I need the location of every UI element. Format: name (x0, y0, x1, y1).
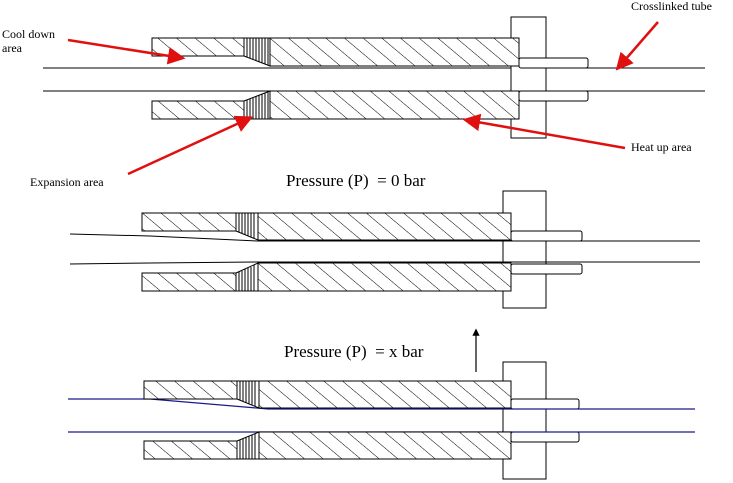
label-pressure-zero: Pressure (P) = 0 bar (286, 171, 426, 190)
mandrel-top-heat (269, 37, 520, 67)
mandrel-bottom-cool (143, 440, 238, 460)
label-cool-down-line1: Cool down (2, 27, 55, 41)
fitting-nut (502, 361, 547, 480)
diagram-initial-state: Cool down area Crosslinked tube Expansio… (2, 0, 712, 189)
arrow-heat-up (462, 113, 626, 150)
mandrel-top-cool (143, 380, 238, 400)
mandrel-top-heat (257, 212, 512, 241)
nut-insert-bottom (518, 90, 589, 102)
nut-insert-bottom (510, 263, 583, 275)
arrow-cool-down (67, 38, 186, 65)
label-expansion-area: Expansion area (30, 175, 104, 189)
mandrel-bottom-cool (141, 272, 237, 292)
mandrel-bottom-expansion (243, 90, 271, 120)
label-cool-down-line2: area (2, 41, 23, 55)
mandrel-top-expansion (243, 37, 271, 67)
tube-bottom-line (69, 261, 700, 265)
mandrel-bottom-heat (269, 90, 520, 120)
label-crosslinked-tube: Crosslinked tube (631, 0, 712, 13)
tube-top-line (69, 233, 700, 242)
label-heat-up-area: Heat up area (631, 140, 692, 154)
label-pressure-x: Pressure (P) = x bar (284, 342, 424, 361)
mandrel-bottom-cool (151, 100, 245, 120)
nut-insert-top (510, 230, 583, 242)
diagram-pressure-x (68, 361, 695, 480)
diagram-pressure-zero (69, 190, 700, 309)
fitting-nut (510, 16, 547, 139)
nut-insert-bottom (510, 431, 580, 443)
nut-insert-top (518, 57, 589, 69)
mandrel-top-cool (151, 37, 245, 57)
arrow-crosslinked (615, 21, 659, 71)
mandrel-top-cool (141, 212, 237, 232)
arrow-expansion (127, 115, 254, 176)
mandrel-bottom-heat (258, 431, 512, 460)
tube-top-line-expanded (68, 398, 695, 410)
mandrel-bottom-heat (257, 262, 512, 292)
mandrel-top-heat (258, 380, 512, 409)
nut-insert-top (510, 398, 580, 410)
